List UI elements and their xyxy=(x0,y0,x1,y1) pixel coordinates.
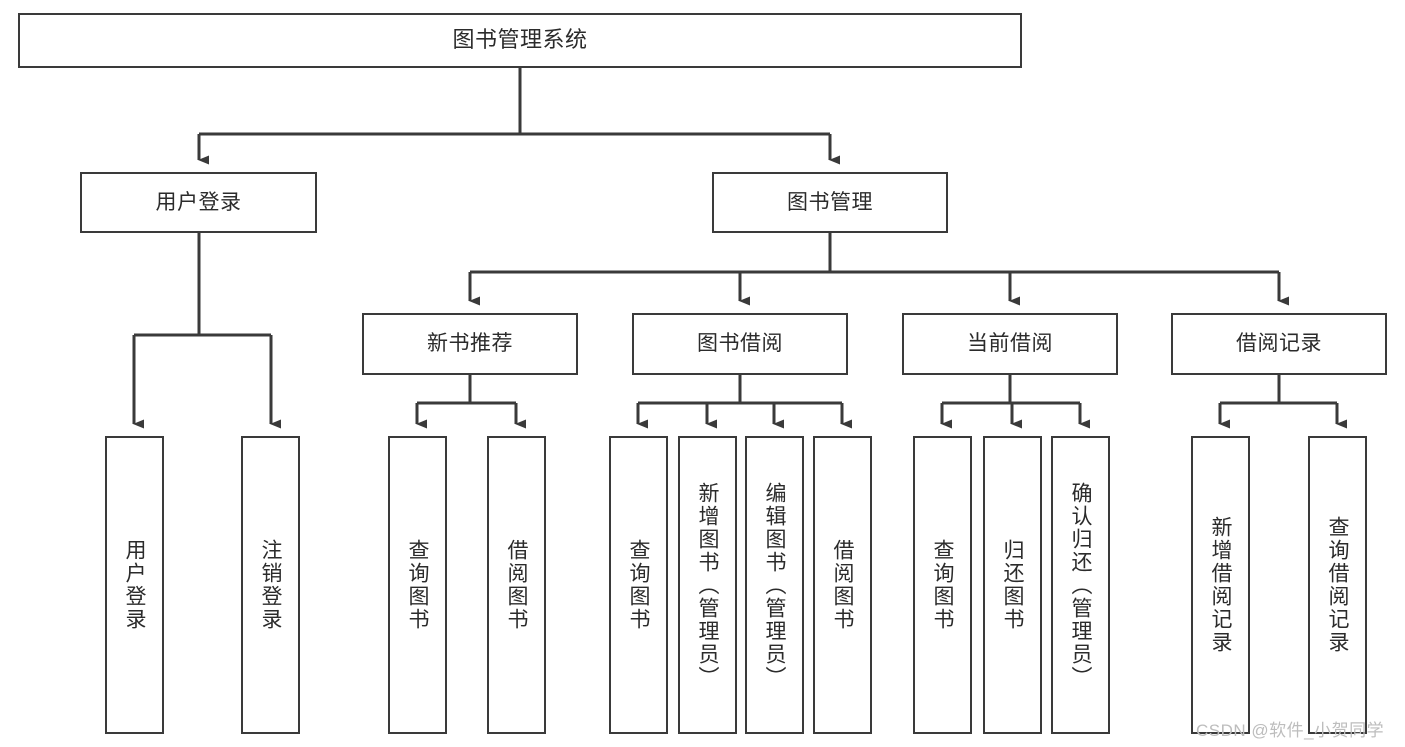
node-book-borrow[interactable]: 图书借阅 xyxy=(632,313,848,375)
node-label: 借阅图书 xyxy=(831,539,854,631)
node-new-book-recommend[interactable]: 新书推荐 xyxy=(362,313,578,375)
leaf-logout[interactable]: 注销登录 xyxy=(241,436,300,734)
node-label: 图书管理系统 xyxy=(452,27,588,53)
node-borrow-record[interactable]: 借阅记录 xyxy=(1171,313,1387,375)
node-label: 图书借阅 xyxy=(697,332,783,356)
node-label: 确认归还（管理员） xyxy=(1069,481,1092,689)
node-label: 借阅记录 xyxy=(1236,332,1322,356)
leaf-query-book-borrow[interactable]: 查询图书 xyxy=(609,436,668,734)
node-user-login[interactable]: 用户登录 xyxy=(80,172,317,233)
node-root[interactable]: 图书管理系统 xyxy=(18,13,1022,68)
leaf-add-book-admin[interactable]: 新增图书（管理员） xyxy=(678,436,737,734)
node-label: 归还图书 xyxy=(1001,539,1024,631)
leaf-return-book[interactable]: 归还图书 xyxy=(983,436,1042,734)
node-label: 新增借阅记录 xyxy=(1209,516,1232,654)
node-label: 查询图书 xyxy=(406,539,429,631)
leaf-query-borrow-record[interactable]: 查询借阅记录 xyxy=(1308,436,1367,734)
leaf-edit-book-admin[interactable]: 编辑图书（管理员） xyxy=(745,436,804,734)
watermark: CSDN @软件_小贺同学 xyxy=(1196,721,1385,740)
leaf-query-book-current[interactable]: 查询图书 xyxy=(913,436,972,734)
leaf-borrow-book[interactable]: 借阅图书 xyxy=(813,436,872,734)
node-label: 当前借阅 xyxy=(967,332,1053,356)
node-label: 注销登录 xyxy=(259,539,282,631)
node-label: 新书推荐 xyxy=(427,332,513,356)
node-label: 用户登录 xyxy=(155,190,242,214)
node-label: 查询图书 xyxy=(627,539,650,631)
node-current-borrow[interactable]: 当前借阅 xyxy=(902,313,1118,375)
node-label: 新增图书（管理员） xyxy=(696,481,719,689)
leaf-add-borrow-record[interactable]: 新增借阅记录 xyxy=(1191,436,1250,734)
leaf-user-login[interactable]: 用户登录 xyxy=(105,436,164,734)
leaf-query-book-recommend[interactable]: 查询图书 xyxy=(388,436,447,734)
node-label: 用户登录 xyxy=(123,539,146,631)
leaf-borrow-book-recommend[interactable]: 借阅图书 xyxy=(487,436,546,734)
leaf-confirm-return-admin[interactable]: 确认归还（管理员） xyxy=(1051,436,1110,734)
node-label: 查询图书 xyxy=(931,539,954,631)
node-label: 编辑图书（管理员） xyxy=(763,481,786,689)
node-label: 图书管理 xyxy=(787,190,873,214)
node-label: 查询借阅记录 xyxy=(1326,516,1349,654)
node-book-management[interactable]: 图书管理 xyxy=(712,172,948,233)
node-label: 借阅图书 xyxy=(505,539,528,631)
